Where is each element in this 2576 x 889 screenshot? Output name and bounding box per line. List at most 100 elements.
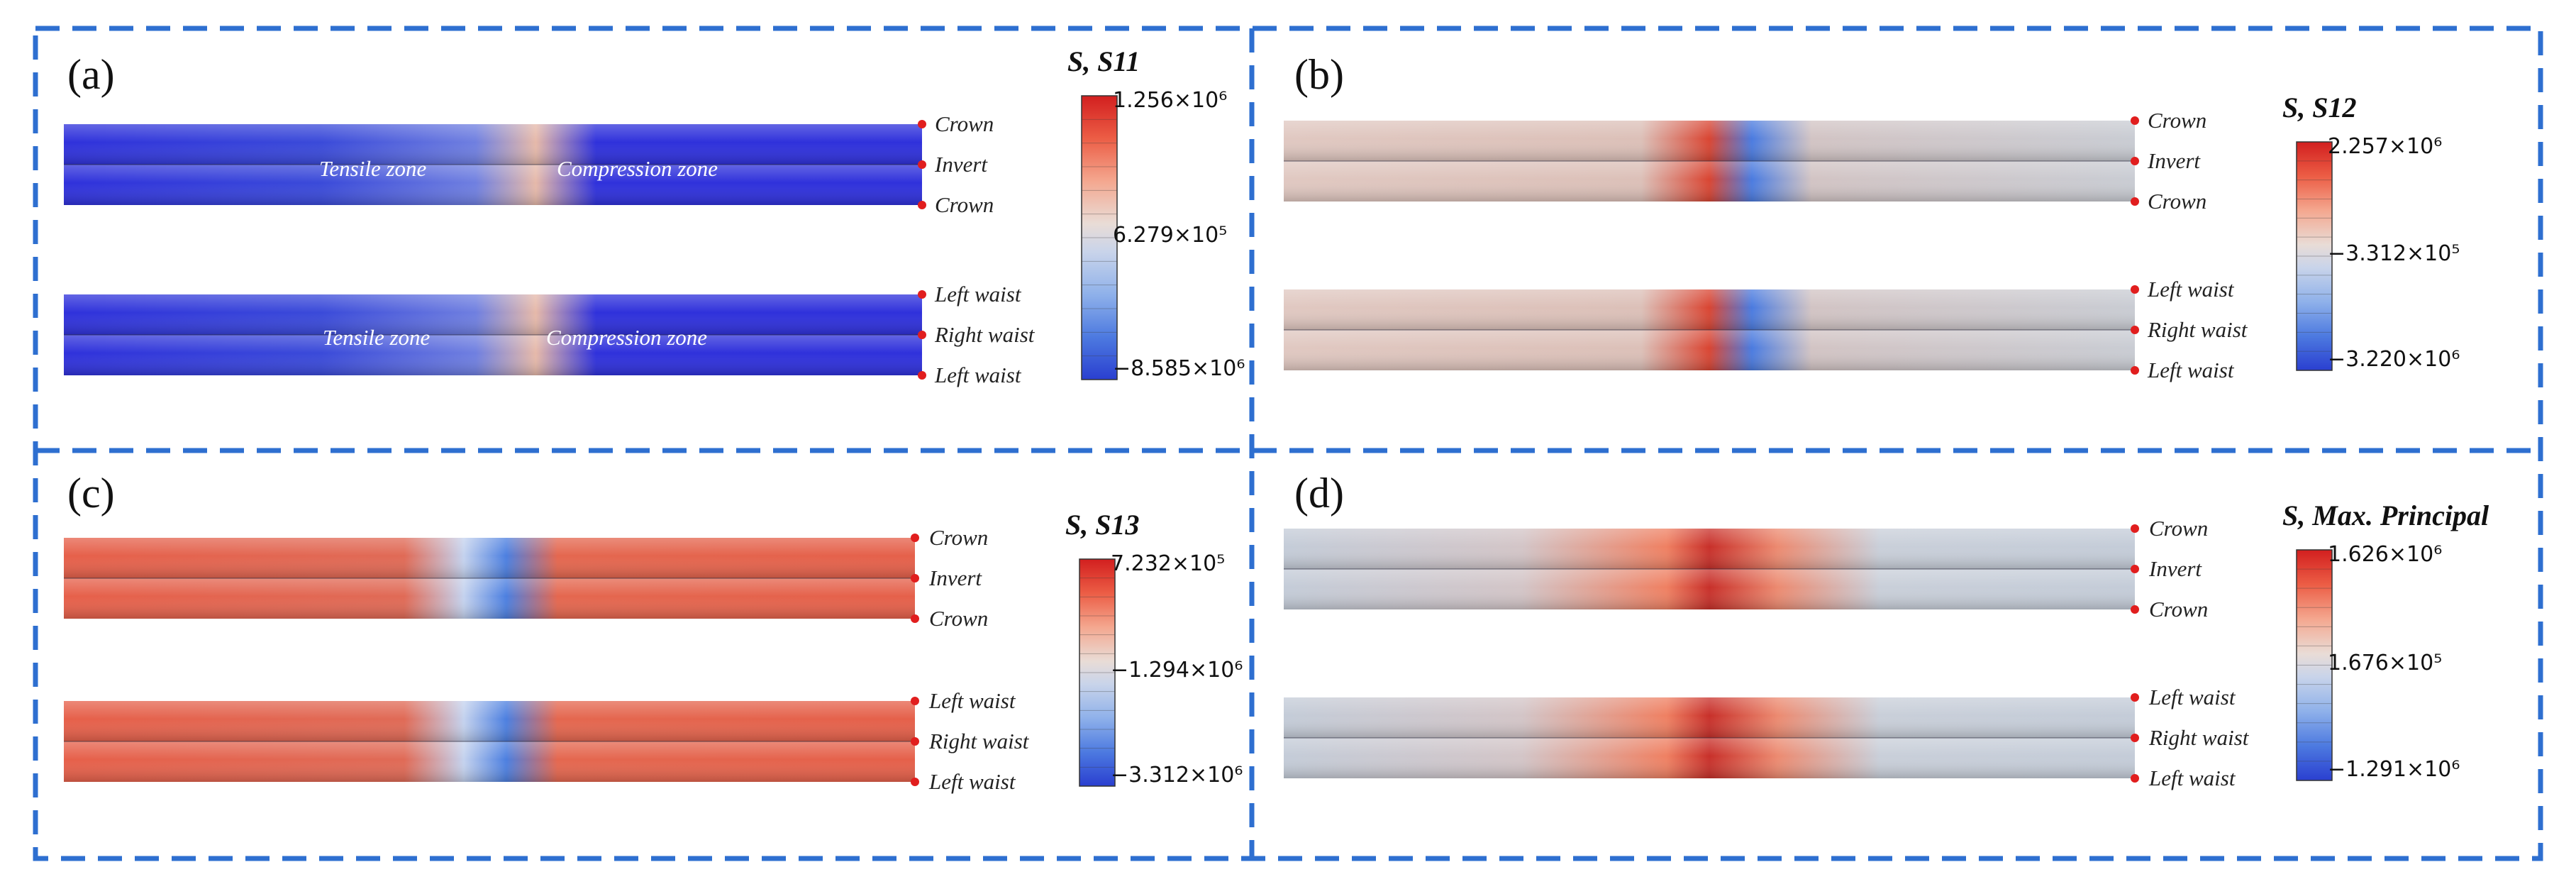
station-label: Left waist (2149, 766, 2236, 790)
station-marker (2131, 605, 2139, 614)
legend-title: S, S12 (2282, 92, 2357, 123)
station-label: Invert (2149, 556, 2202, 581)
station-marker (911, 534, 919, 542)
legend-colorbar (2296, 141, 2333, 371)
legend-colorbars (1079, 95, 2333, 787)
station-label: Invert (2148, 148, 2201, 173)
legend-tick-label: 2.257×10⁶ (2328, 134, 2443, 159)
pipe-shade-top (64, 701, 915, 741)
pipe-shade-bottom (1284, 161, 2135, 201)
station-marker (2131, 693, 2139, 702)
legend-tick-label: −3.220×10⁶ (2328, 347, 2460, 372)
lower-pipe-ribbon (64, 294, 922, 375)
station-label: Right waist (2149, 725, 2249, 750)
pipe-shade-bottom (1284, 738, 2135, 778)
station-marker (2131, 565, 2139, 573)
pipe-shade-bottom (64, 741, 915, 782)
station-marker (2131, 326, 2139, 334)
pipe-shade-top (64, 124, 922, 165)
station-marker (2131, 734, 2139, 742)
station-label: Crown (2149, 597, 2209, 622)
station-label: Crown (935, 192, 994, 217)
pipe-shade-bottom (64, 578, 915, 619)
station-label: Right waist (2148, 317, 2248, 342)
station-marker (2131, 116, 2139, 125)
panel-label: (d) (1294, 470, 1344, 517)
pipe-shade-bottom (64, 165, 922, 205)
station-label: Right waist (935, 322, 1035, 347)
outer-dashed-frame (33, 26, 2543, 861)
panel-frames (33, 26, 2543, 861)
pipe-shade-top (1284, 121, 2135, 161)
pipe-shade-top (1284, 289, 2135, 330)
station-marker (2131, 285, 2139, 294)
legend-tick-label: −3.312×10⁶ (1111, 763, 1243, 788)
station-marker (918, 371, 926, 380)
pipe-contour-plots (64, 121, 2135, 782)
legend-tick-label: 1.626×10⁶ (2328, 542, 2443, 567)
legend-title: S, S13 (1065, 509, 1140, 541)
station-marker (2131, 774, 2139, 783)
station-label: Left waist (935, 363, 1021, 387)
zone-label: Tensile zone (319, 156, 427, 181)
legend-tick-label: −1.291×10⁶ (2328, 757, 2460, 782)
pipe-shade-bottom (1284, 330, 2135, 370)
zone-label: Compression zone (546, 325, 708, 350)
station-label: Invert (935, 152, 988, 177)
legend-tick-label: −1.294×10⁶ (1111, 658, 1243, 683)
station-marker (911, 614, 919, 623)
lower-pipe-ribbon (1284, 289, 2135, 370)
station-marker (918, 290, 926, 299)
station-label: Left waist (935, 282, 1021, 307)
pipe-shade-bottom (64, 335, 922, 375)
legend-title: S, Max. Principal (2282, 499, 2489, 531)
station-markers (911, 116, 2139, 786)
station-marker (911, 737, 919, 746)
lower-pipe-ribbon (1284, 697, 2135, 778)
station-label: Right waist (929, 729, 1029, 753)
legend-colorbar (1081, 95, 1118, 380)
upper-pipe-ribbon (64, 538, 915, 619)
station-marker (2131, 157, 2139, 165)
zone-label: Compression zone (557, 156, 718, 181)
station-label: Crown (929, 525, 989, 550)
station-label: Crown (929, 606, 989, 631)
station-marker (911, 778, 919, 786)
pipe-shade-top (64, 294, 922, 335)
upper-pipe-ribbon (64, 124, 922, 205)
station-label: Left waist (929, 688, 1016, 713)
upper-pipe-ribbon (1284, 121, 2135, 201)
panel-label: (c) (67, 470, 115, 517)
station-marker (918, 160, 926, 169)
station-label: Left waist (2148, 358, 2234, 382)
station-marker (911, 697, 919, 705)
lower-pipe-ribbon (64, 701, 915, 782)
upper-pipe-ribbon (1284, 529, 2135, 609)
station-label: Crown (2149, 516, 2209, 541)
pipe-shade-top (64, 538, 915, 578)
legend-colorbar (1079, 558, 1116, 787)
station-marker (918, 120, 926, 128)
legend-tick-label: 1.256×10⁶ (1113, 88, 1228, 113)
station-label: Crown (2148, 108, 2207, 133)
legend-colorbar (2296, 549, 2333, 781)
zone-label: Tensile zone (323, 325, 431, 350)
station-marker (2131, 197, 2139, 206)
pipe-shade-bottom (1284, 569, 2135, 609)
legend-tick-label: −8.585×10⁶ (1113, 356, 1245, 381)
station-label: Left waist (2149, 685, 2236, 709)
legend-title: S, S11 (1067, 45, 1140, 77)
station-marker (2131, 366, 2139, 375)
station-label: Left waist (2148, 277, 2234, 302)
station-marker (2131, 524, 2139, 533)
pipe-shade-top (1284, 529, 2135, 569)
legend-tick-label: −3.312×10⁵ (2328, 241, 2460, 266)
legend-tick-label: 6.279×10⁵ (1113, 223, 1228, 248)
station-label: Crown (935, 111, 994, 136)
panel-label: (b) (1294, 51, 1344, 98)
station-marker (911, 574, 919, 582)
station-label: Crown (2148, 189, 2207, 214)
pipe-shade-top (1284, 697, 2135, 738)
legend-tick-label: 1.676×10⁵ (2328, 650, 2443, 675)
